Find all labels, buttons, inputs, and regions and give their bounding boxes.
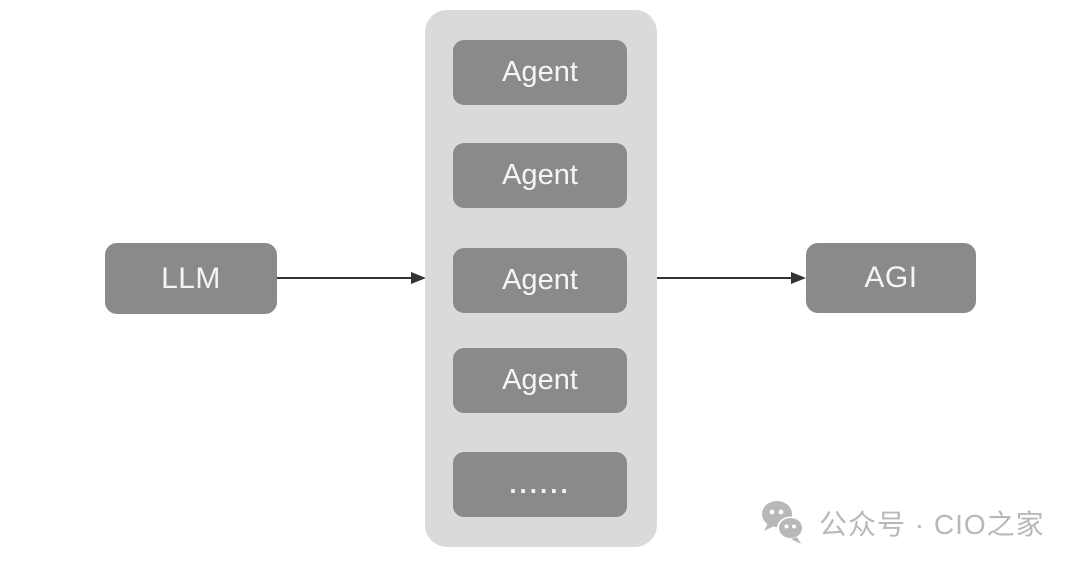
agent-node: Agent — [453, 248, 627, 313]
agent-node-ellipsis: ...... — [453, 452, 627, 517]
agent-node: Agent — [453, 348, 627, 413]
arrow-llm-to-agents — [277, 272, 426, 284]
agent-node-label: Agent — [502, 159, 578, 191]
agent-node-label: Agent — [502, 364, 578, 396]
watermark-text: 公众号 · CIO之家 — [819, 509, 1045, 540]
watermark: 公众号 · CIO之家 — [760, 497, 1045, 549]
agent-node: Agent — [453, 143, 627, 208]
llm-node-label: LLM — [161, 261, 221, 295]
agent-node-ellipsis-label: ...... — [509, 469, 571, 499]
llm-node: LLM — [105, 243, 277, 314]
agent-node: Agent — [453, 40, 627, 105]
agent-node-label: Agent — [502, 56, 578, 88]
agent-group-container: Agent Agent Agent Agent ...... — [425, 10, 657, 547]
agi-node: AGI — [806, 243, 976, 313]
wechat-icon — [762, 501, 804, 544]
arrow-agents-to-agi — [657, 272, 806, 284]
agi-node-label: AGI — [864, 261, 918, 294]
agent-node-label: Agent — [502, 264, 578, 296]
